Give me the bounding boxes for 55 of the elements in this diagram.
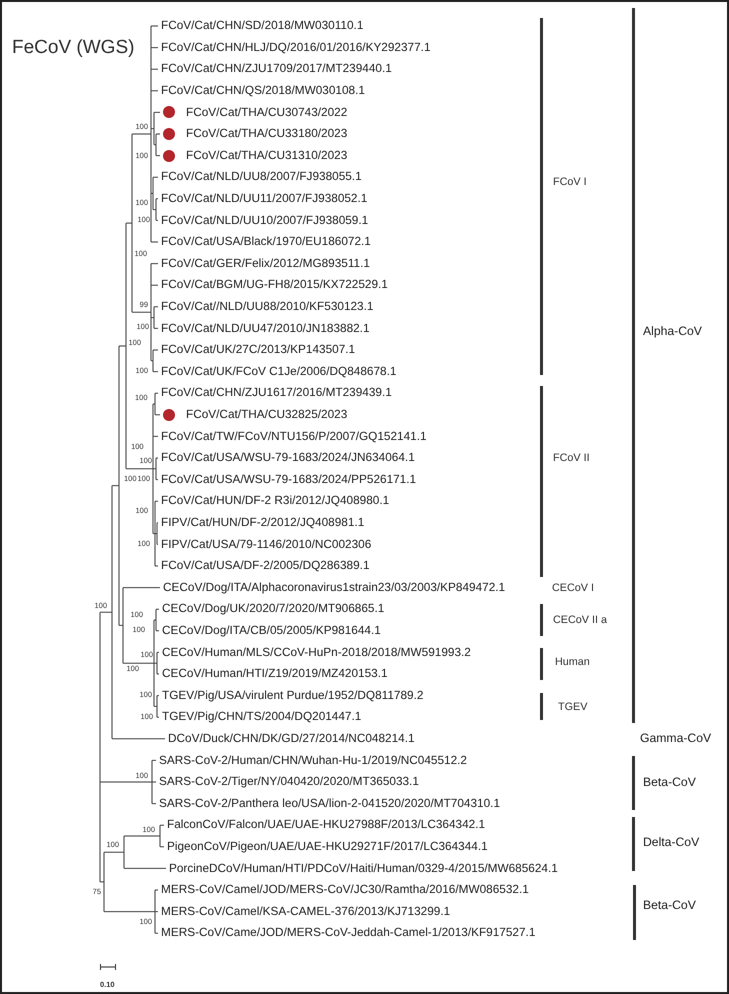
taxon-label: FIPV/Cat/HUN/DF-2/2012/JQ408981.1 (161, 517, 364, 529)
taxon-label: FCoV/Cat/CHN/QS/2018/MW030108.1 (161, 85, 365, 97)
clade-label: CECoV II a (553, 614, 608, 626)
taxon-label: PigeonCoV/Pigeon/UAE/UAE-HKU29271F/2017/LC364344.1 (167, 841, 488, 853)
taxon-label: FCoV/Cat/NLD/UU10/2007/FJ938059.1 (161, 214, 368, 226)
taxon-label: FCoV/Cat/USA/Black/1970/EU186072.1 (161, 236, 371, 248)
clade-label: CECoV I (552, 582, 594, 594)
taxon-label: FCoV/Cat/UK/27C/2013/KP143507.1 (161, 344, 356, 356)
taxon-label: SARS-CoV-2/Human/CHN/Wuhan-Hu-1/2019/NC045512.2 (159, 754, 467, 766)
figure-title: FeCoV (WGS) (12, 38, 134, 57)
taxon-label: MERS-CoV/Camel/JOD/MERS-CoV/JC30/Ramtha/2016/MW086532.1 (161, 884, 529, 896)
taxon-label: FCoV/Cat/USA/DF-2/2005/DQ286389.1 (161, 560, 370, 572)
taxon-label: TGEV/Pig/CHN/TS/2004/DQ201447.1 (162, 711, 362, 724)
taxon-label: FCoV/Cat/TW/FCoV/NTU156/P/2007/GQ152141.1 (161, 430, 427, 442)
taxon-label: FCoV/Cat/USA/WSU-79-1683/2024/JN634064.1 (161, 452, 415, 464)
taxon-label: FCoV/Cat/NLD/UU47/2010/JN183882.1 (161, 322, 370, 334)
taxon-label: FCoV/Cat/BGM/UG-FH8/2015/KX722529.1 (161, 279, 388, 292)
taxon-label: FCoV/Cat/NLD/UU8/2007/FJ938055.1 (161, 171, 362, 184)
taxon-label: SARS-CoV-2/Panthera leo/USA/lion-2-041520/2020/MT704310.1 (159, 798, 500, 810)
taxon-label: MERS-CoV/Camel/KSA-CAMEL-376/2013/KJ713299.1 (161, 906, 450, 918)
clade-label: FCoV II (553, 452, 590, 464)
taxon-label: CECoV/Human/HTI/Z19/2019/MZ420153.1 (162, 668, 388, 680)
taxon-label: FCoV/Cat/THA/CU30743/2022 (186, 106, 348, 118)
clade-label: FCoV I (553, 176, 587, 188)
clade-label: Beta-CoV (643, 899, 696, 912)
clade-label: Delta-CoV (643, 836, 700, 848)
taxon-label: DCoV/Duck/CHN/DK/GD/27/2014/NC048214.1 (168, 733, 415, 745)
taxon-label: FCoV/Cat/NLD/UU11/2007/FJ938052.1 (161, 193, 368, 205)
taxon-label: FCoV/Cat/CHN/SD/2018/MW030110.1 (161, 20, 364, 32)
taxon-label: TGEV/Pig/USA/virulent Purdue/1952/DQ811789.2 (162, 690, 424, 702)
taxon-label: MERS-CoV/Came/JOD/MERS-CoV-Jeddah-Camel-1/2013/KF917527.1 (161, 927, 536, 940)
taxon-label: FCoV/Cat/CHN/HLJ/DQ/2016/01/2016/KY292377.1 (161, 42, 431, 54)
taxon-label: CECoV/Human/MLS/CCoV-HuPn-2018/2018/MW591993.2 (162, 646, 471, 658)
taxon-label: FCoV/Cat//NLD/UU88/2010/KF530123.1 (161, 301, 374, 313)
taxon-label: FalconCoV/Falcon/UAE/UAE-HKU27988F/2013/LC364342.1 (167, 819, 486, 832)
taxon-label: SARS-CoV-2/Tiger/NY/040420/2020/MT365033.1 (159, 776, 419, 788)
taxon-label: PorcineDCoV/Human/HTI/PDCoV/Haiti/Human/0329-4/2015/MW685624.1 (169, 862, 558, 874)
taxon-label: CECoV/Dog/ITA/CB/05/2005/KP981644.1 (162, 625, 381, 637)
clade-label: Beta-CoV (643, 776, 696, 788)
taxon-label: FCoV/Cat/CHN/ZJU1709/2017/MT239440.1 (161, 63, 392, 76)
taxon-label: FCoV/Cat/THA/CU33180/2023 (186, 128, 348, 140)
clade-label: TGEV (558, 702, 588, 712)
taxon-label: FCoV/Cat/USA/WSU-79-1683/2024/PP526171.1 (161, 474, 416, 486)
taxon-label: CECoV/Dog/UK/2020/7/2020/MT906865.1 (162, 603, 384, 616)
taxon-label: CECoV/Dog/ITA/Alphacoronavirus1strain23/03/2003/KP849472.1 (163, 582, 506, 594)
taxon-label: FCoV/Cat/GER/Felix/2012/MG893511.1 (161, 258, 370, 270)
taxon-label: FCoV/Cat/THA/CU31310/2023 (186, 150, 348, 162)
taxon-label: FIPV/Cat/USA/79-1146/2010/NC002306 (161, 538, 372, 550)
taxon-label: FCoV/Cat/THA/CU32825/2023 (186, 409, 348, 421)
taxon-label: FCoV/Cat/CHN/ZJU1617/2016/MT239439.1 (161, 387, 392, 400)
clade-label: Alpha-CoV (643, 325, 702, 338)
clade-label: Human (555, 656, 590, 668)
taxon-label: FCoV/Cat/HUN/DF-2 R3i/2012/JQ408980.1 (161, 495, 390, 508)
taxon-label: FCoV/Cat/UK/FCoV C1Je/2006/DQ848678.1 (161, 366, 396, 378)
clade-label: Gamma-CoV (640, 732, 712, 744)
